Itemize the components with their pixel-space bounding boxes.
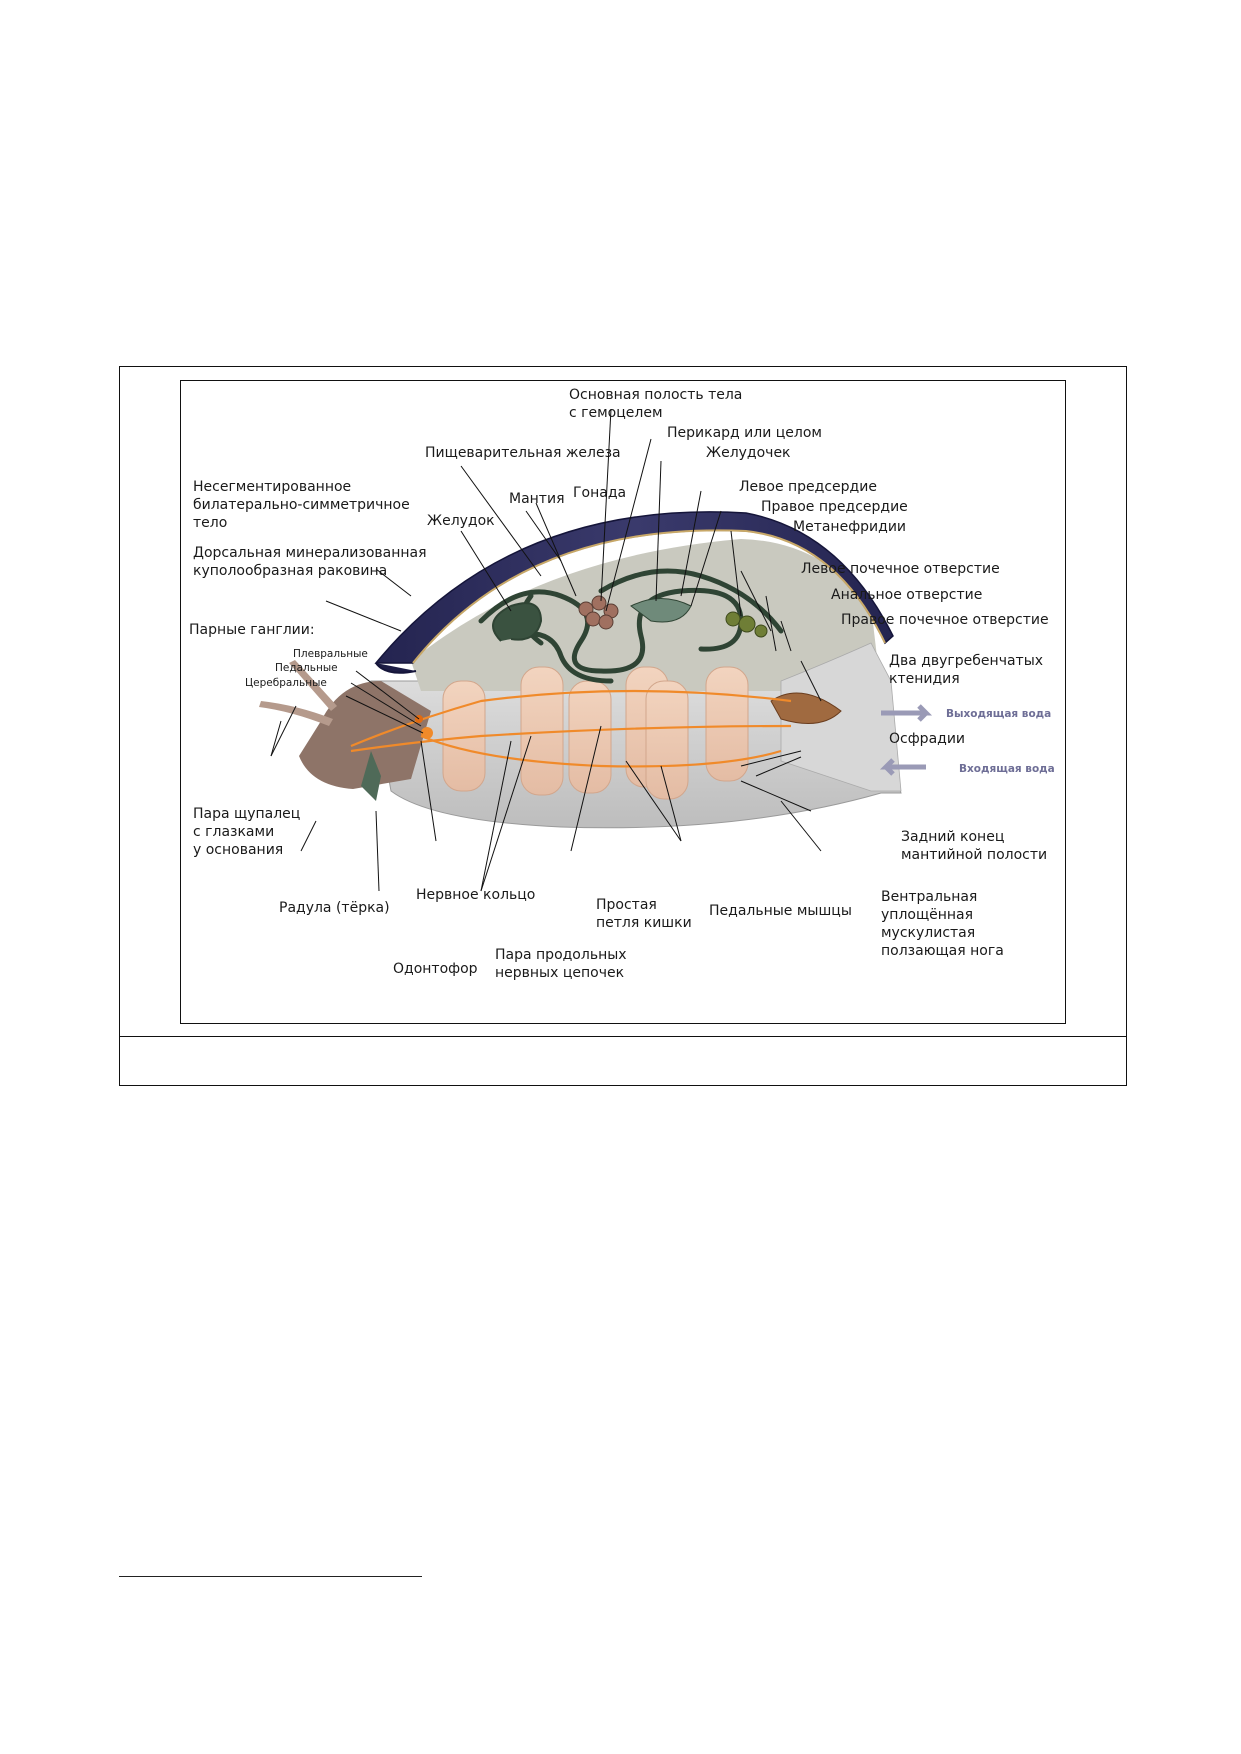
label-right-atrium: Правое предсердие (761, 499, 908, 515)
tentacle-upper (289, 660, 337, 711)
nerve-ring (421, 727, 433, 739)
label-osphradia: Осфрадии (889, 731, 965, 747)
footnote-rule (119, 1576, 422, 1577)
label-pedal-muscles: Педальные мышцы (709, 903, 852, 919)
label-mantle-cavity-1: Задний конец (901, 829, 1004, 845)
label-intestine-2: петля кишки (596, 915, 692, 931)
label-pedal: Педальные (275, 662, 338, 674)
label-shell-1: Дорсальная минерализованная (193, 545, 427, 561)
incoming-water-arrow (879, 758, 926, 776)
label-nerve-cords-1: Пара продольных (495, 947, 627, 963)
label-ventricle: Желудочек (706, 445, 791, 461)
label-foot-4: ползающая нога (881, 943, 1004, 959)
label-ctenidia-2: ктенидия (889, 671, 960, 687)
label-nerve-cords-2: нервных цепочек (495, 965, 624, 981)
leader-lines (270, 408, 822, 892)
label-pericardium: Перикард или целом (667, 425, 822, 441)
label-left-renal-pore: Левое почечное отверстие (801, 561, 1000, 577)
mantle-edge-left (375, 662, 417, 674)
label-pleural: Плевральные (293, 648, 368, 660)
gonad (578, 595, 619, 630)
label-tentacles-3: у основания (193, 842, 283, 858)
label-ganglia: Парные ганглии: (189, 622, 315, 638)
mantle-line (412, 529, 886, 664)
label-tentacles-2: с глазками (193, 824, 274, 840)
table-divider (119, 1036, 1127, 1037)
radula-shape (361, 751, 381, 801)
mollusc-anatomy-diagram: Основная полость тела с гемоцелем Перика… (189, 387, 1055, 981)
label-main-cavity-2: с гемоцелем (569, 405, 663, 421)
tentacle-lower (259, 701, 333, 726)
label-metanephridia: Метанефридии (793, 519, 906, 535)
table-frame (119, 366, 1127, 1086)
label-tentacles-1: Пара щупалец (193, 806, 300, 822)
metanephridia (725, 611, 768, 638)
label-unsegmented-1: Несегментированное (193, 479, 351, 495)
label-unsegmented-2: билатерально-симметричное (193, 497, 410, 513)
label-foot-3: мускулистая (881, 925, 975, 941)
pedal-muscle (645, 680, 689, 800)
label-mantle-cavity-2: мантийной полости (901, 847, 1047, 863)
label-anus: Анальное отверстие (831, 587, 982, 603)
stomach-coil (492, 602, 543, 642)
label-radula: Радула (тёрка) (279, 900, 390, 916)
label-incoming-water: Входящая вода (959, 763, 1055, 775)
label-main-cavity: Основная полость тела (569, 387, 742, 403)
outgoing-water-arrow (881, 704, 933, 722)
label-stomach: Желудок (427, 513, 495, 529)
label-left-atrium: Левое предсердие (739, 479, 877, 495)
label-odontophore: Одонтофор (393, 961, 478, 977)
label-outgoing-water: Выходящая вода (946, 708, 1051, 720)
label-shell-2: куполообразная раковина (193, 563, 387, 579)
label-foot-1: Вентральная (881, 889, 977, 905)
label-right-renal-pore: Правое почечное отверстие (841, 612, 1049, 628)
label-gonad: Гонада (573, 485, 626, 501)
pedal-muscle (568, 680, 612, 794)
label-intestine-1: Простая (596, 897, 657, 913)
label-unsegmented-3: тело (193, 515, 227, 531)
figure-frame: Основная полость тела с гемоцелем Перика… (180, 380, 1066, 1024)
nerve-cords (350, 689, 792, 768)
label-cerebral: Церебральные (245, 677, 327, 689)
label-digestive-gland: Пищеварительная железа (425, 445, 621, 461)
label-ctenidia-1: Два двугребенчатых (889, 653, 1043, 669)
label-mantle: Мантия (509, 491, 565, 507)
label-foot-2: уплощённая (881, 907, 973, 923)
label-nerve-ring: Нервное кольцо (416, 887, 535, 903)
